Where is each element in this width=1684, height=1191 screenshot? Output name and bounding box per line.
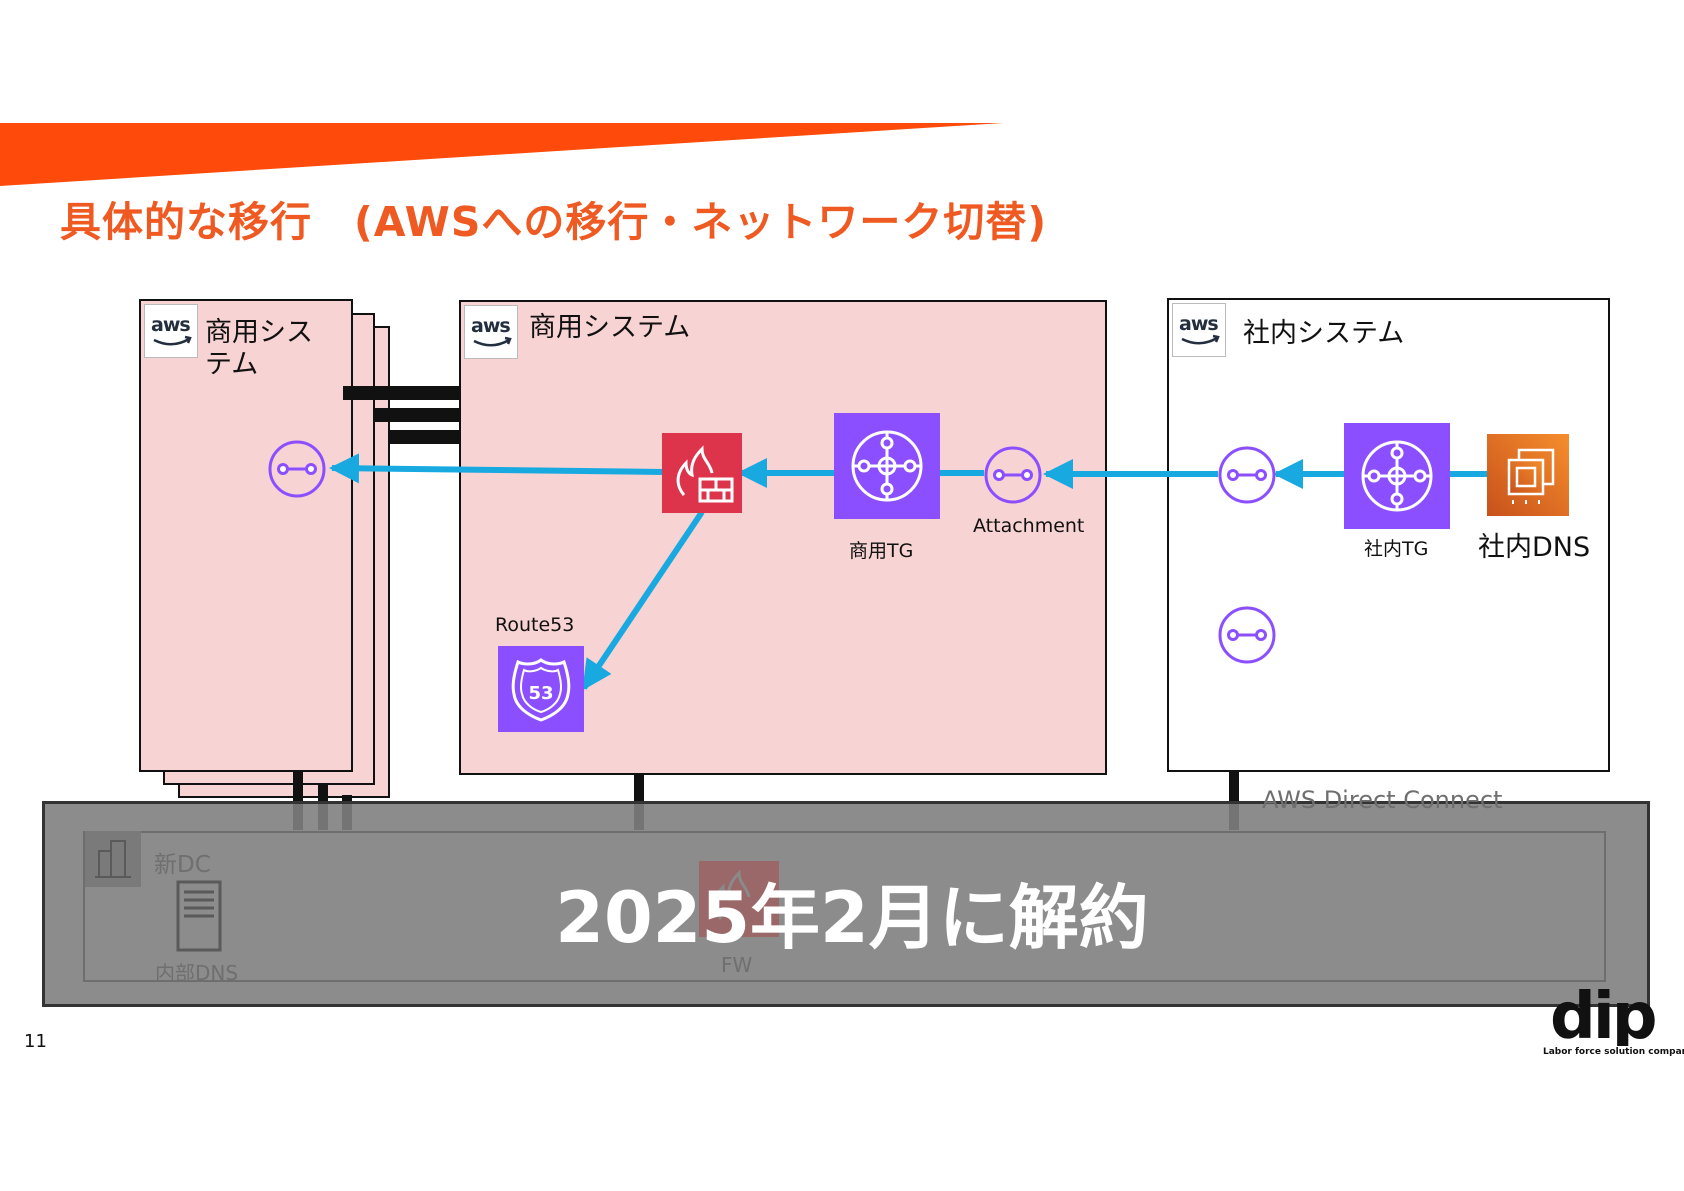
internal-dns-label: 社内DNS [1478, 532, 1591, 563]
peering-bar [343, 386, 461, 400]
internal-dns-server-label: 内部DNS [155, 961, 239, 985]
dc-link [1229, 770, 1239, 830]
internal-tg-label: 社内TG [1364, 538, 1429, 560]
route53-icon: 53 [498, 646, 584, 732]
attachment-icon [1218, 606, 1276, 664]
right-account-label: 社内システム [1243, 318, 1405, 349]
aws-logo-icon: aws [1172, 303, 1226, 357]
left-account: aws 商用システム [139, 299, 353, 772]
right-account: aws 社内システム [1167, 298, 1610, 772]
transit-gateway-icon [834, 413, 940, 519]
peering-bar [389, 430, 461, 444]
commercial-tg-label: 商用TG [849, 540, 914, 562]
center-account-label: 商用システム [529, 312, 691, 343]
route53-glyph: 53 [528, 683, 553, 704]
route53-label: Route53 [495, 614, 575, 636]
ec2-instances-icon [1487, 434, 1569, 516]
attachment-icon [268, 440, 326, 498]
flow-arrow [581, 510, 705, 691]
header-banner [0, 123, 1003, 186]
fw-label: FW [721, 953, 753, 977]
termination-message: 2025年2月に解約 [555, 877, 1149, 959]
dip-logo: dip [1550, 980, 1658, 1046]
attachment-icon [1218, 446, 1276, 504]
direct-connect-label: AWS Direct Connect [1262, 786, 1503, 814]
transit-gateway-icon [1344, 423, 1450, 529]
aws-logo-icon: aws [144, 304, 198, 358]
server-icon [176, 880, 222, 952]
peering-bar [373, 408, 461, 422]
building-icon [85, 831, 141, 887]
terminated-datacenter-overlay [42, 801, 1650, 1007]
dc-link [293, 770, 303, 830]
page-title: 具体的な移行 (AWSへの移行・ネットワーク切替) [60, 198, 1048, 246]
network-firewall-icon [662, 433, 742, 513]
datacenter-label: 新DC [154, 852, 211, 878]
tagline: Labor force solution company [1543, 1047, 1684, 1057]
firewall-icon [699, 861, 779, 937]
left-account-label: 商用システム [205, 317, 313, 380]
attachment-label: Attachment [973, 515, 1085, 537]
datacenter-frame [83, 831, 1606, 982]
flow-arrow [329, 453, 665, 484]
page-number: 11 [24, 1031, 47, 1052]
attachment-icon [984, 446, 1042, 504]
aws-logo-icon: aws [464, 305, 518, 359]
logo-text: dip [1550, 980, 1655, 1046]
